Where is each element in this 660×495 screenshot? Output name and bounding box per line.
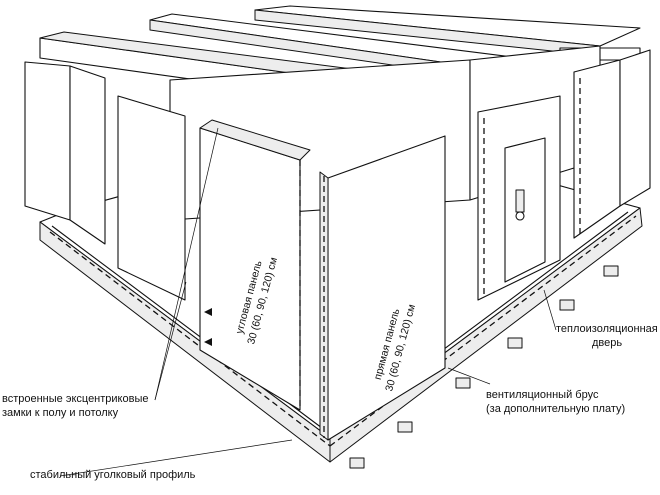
- right-wall-panels: [573, 49, 651, 239]
- locks-label-line1: встроенные эксцентриковые: [2, 393, 148, 405]
- profile-label: стабильный уголковый профиль: [30, 469, 196, 481]
- base-feet: [349, 265, 619, 469]
- left-wall-panels: [24, 61, 186, 301]
- ventilation-label-line1: вентиляционный брус: [486, 389, 599, 401]
- ventilation-label-line2: (за дополнительную плату): [486, 403, 625, 415]
- locks-label-line2: замки к полу и потолку: [2, 407, 119, 419]
- door-panel: [477, 95, 561, 301]
- corner-panel: [199, 119, 311, 411]
- leader-lines: [59, 127, 557, 477]
- door-label-line2: дверь: [592, 337, 622, 349]
- straight-panel: [319, 135, 446, 441]
- door-label-line1: теплоизоляционная: [556, 323, 658, 335]
